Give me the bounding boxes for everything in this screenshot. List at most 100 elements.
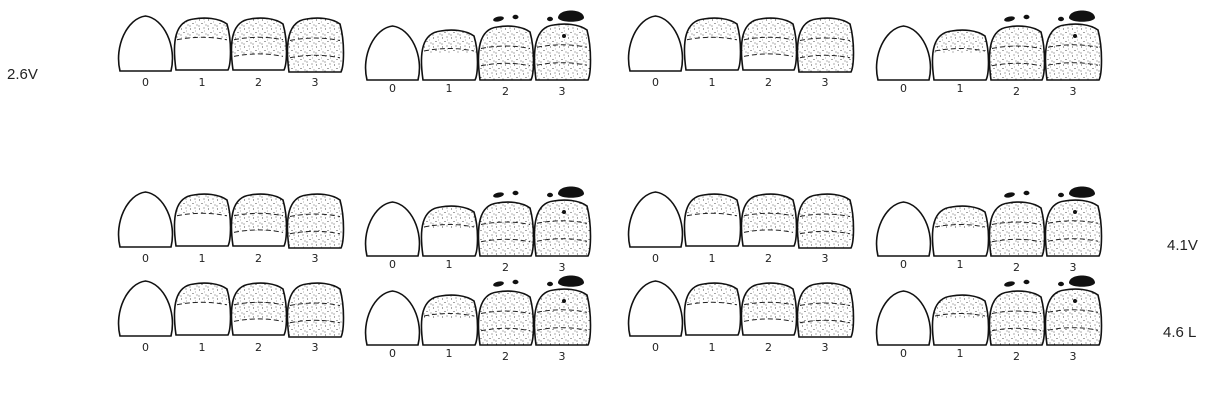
tooth-outline [286, 282, 345, 338]
division-line [686, 212, 738, 217]
score-digit: 1 [446, 82, 453, 95]
tooth-outline [740, 282, 798, 336]
calculus-deposit [512, 14, 519, 20]
plaque-stipple [797, 194, 854, 248]
calculus-deposit [558, 186, 584, 198]
plaque-stipple [1045, 200, 1102, 256]
calculus-deposit [1023, 279, 1030, 285]
tooth-score-0: 0 [117, 191, 174, 265]
plaque-stipple [684, 194, 741, 214]
plaque-stipple [1045, 24, 1102, 80]
calculus-deposit [1069, 186, 1095, 198]
tooth-outline [420, 294, 479, 346]
division-line [743, 53, 794, 57]
plaque-stipple [534, 24, 591, 80]
calculus-deposit [493, 16, 504, 22]
tooth-score-2: 2 [740, 17, 798, 89]
plaque-stipple [684, 18, 741, 38]
tooth-outline [796, 17, 855, 73]
division-line [480, 45, 531, 50]
tooth-score-1: 1 [931, 205, 990, 271]
tooth-score-1: 1 [683, 17, 742, 89]
tooth-score-0: 0 [875, 290, 932, 360]
tooth-outline [173, 193, 232, 247]
division-line [480, 238, 531, 243]
plaque-stipple [932, 206, 989, 229]
tooth-outline [230, 17, 288, 71]
tooth-score-0: 0 [117, 15, 174, 89]
tooth-outline [988, 201, 1046, 257]
division-line [289, 37, 341, 42]
division-line [799, 213, 851, 218]
tooth-score-1: 1 [931, 29, 990, 95]
score-digit: 1 [709, 252, 716, 265]
tooth-outline [627, 191, 684, 248]
division-line [289, 54, 341, 59]
plaque-stipple [989, 26, 1045, 80]
score-digit: 0 [389, 347, 396, 360]
plaque-stipple [174, 18, 231, 38]
tooth-outline [117, 15, 174, 72]
division-line [934, 48, 986, 52]
plaque-stipple [534, 200, 591, 256]
calculus-deposit [1023, 14, 1030, 20]
score-digit: 2 [502, 350, 509, 363]
score-digit: 2 [765, 341, 772, 354]
plaque-stipple [932, 295, 989, 318]
tooth-score-3: 3 [533, 288, 592, 363]
score-digit: 3 [822, 252, 829, 265]
tooth-outline [533, 23, 592, 81]
plaque-stipple [932, 30, 989, 53]
tooth-outline [683, 282, 742, 336]
tooth-outline [931, 29, 990, 81]
tooth-crown [876, 26, 931, 80]
calculus-deposit [562, 299, 566, 303]
tooth-score-1: 1 [931, 294, 990, 360]
tooth-score-1: 1 [420, 294, 479, 360]
plaque-stipple [478, 291, 534, 345]
plaque-stipple [534, 289, 591, 345]
division-line [991, 62, 1042, 67]
calculus-deposit [547, 16, 553, 22]
tooth-group-1: 0 1 2 3 [364, 275, 592, 363]
tooth-crown [118, 16, 173, 71]
calculus-deposit [1073, 34, 1077, 38]
division-line [743, 301, 794, 306]
tooth-score-0: 0 [627, 191, 684, 265]
division-line [1047, 327, 1099, 331]
tooth-outline [740, 193, 798, 247]
tooth-score-0: 0 [875, 25, 932, 95]
division-line [233, 301, 284, 306]
plaque-stipple [287, 194, 344, 248]
tooth-score-0: 0 [364, 290, 421, 360]
tooth-outline [477, 25, 535, 81]
tooth-outline [796, 193, 855, 249]
division-line [289, 213, 341, 218]
plaque-stipple [741, 18, 797, 55]
tooth-outline [286, 17, 345, 73]
score-digit: 1 [446, 258, 453, 271]
tooth-score-2: 2 [740, 282, 798, 354]
score-digit: 1 [199, 341, 206, 354]
calculus-deposit [547, 192, 553, 198]
division-line [536, 62, 588, 66]
score-digit: 3 [1070, 85, 1077, 98]
division-line [743, 229, 794, 233]
division-line [991, 45, 1042, 50]
tooth-score-3: 3 [286, 17, 345, 89]
plaque-stipple [287, 283, 344, 337]
score-digit: 1 [957, 82, 964, 95]
calculus-deposit [1069, 10, 1095, 22]
division-line [289, 302, 341, 307]
calculus-deposit [512, 190, 519, 196]
score-digit: 2 [765, 76, 772, 89]
